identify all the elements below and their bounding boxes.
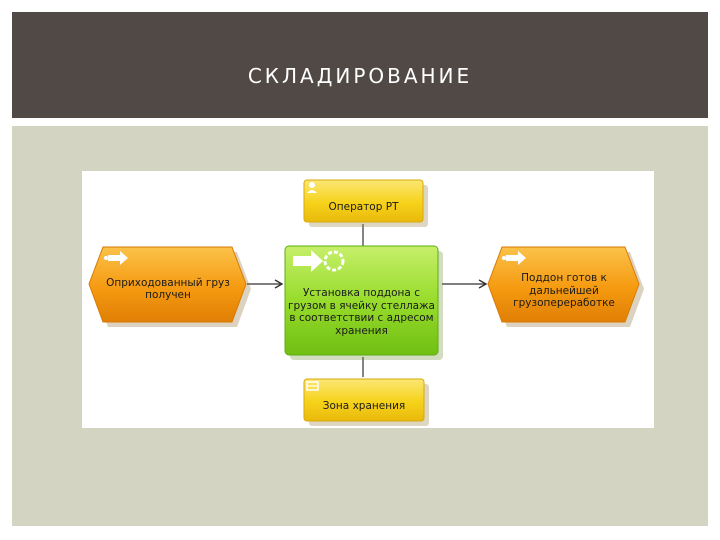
function-node bbox=[284, 245, 443, 360]
end-event-node bbox=[487, 246, 644, 327]
title-bar: СКЛАДИРОВАНИЕ bbox=[12, 12, 708, 118]
function-label: Установка поддона с грузом в ячейку стел… bbox=[288, 287, 435, 337]
storage-label: Зона хранения bbox=[322, 399, 406, 412]
end-event-label: Поддон готов к дальнейшей грузопереработ… bbox=[513, 272, 615, 310]
storage-node bbox=[303, 378, 429, 426]
diagram-canvas: Оператор РТ Оприходованный груз получен … bbox=[82, 171, 654, 428]
storage-icon bbox=[306, 381, 319, 391]
start-event-label: Оприходованный груз получен bbox=[106, 276, 230, 302]
operator-label: Оператор РТ bbox=[328, 200, 399, 213]
person-icon bbox=[307, 182, 317, 193]
slide-title: СКЛАДИРОВАНИЕ bbox=[247, 64, 473, 88]
event-arrow-icon bbox=[104, 251, 128, 265]
process-diagram bbox=[88, 179, 644, 426]
event-arrow-icon bbox=[502, 251, 526, 265]
operator-node bbox=[303, 179, 428, 227]
start-event-node bbox=[88, 246, 251, 327]
function-arrow-icon bbox=[293, 250, 345, 272]
